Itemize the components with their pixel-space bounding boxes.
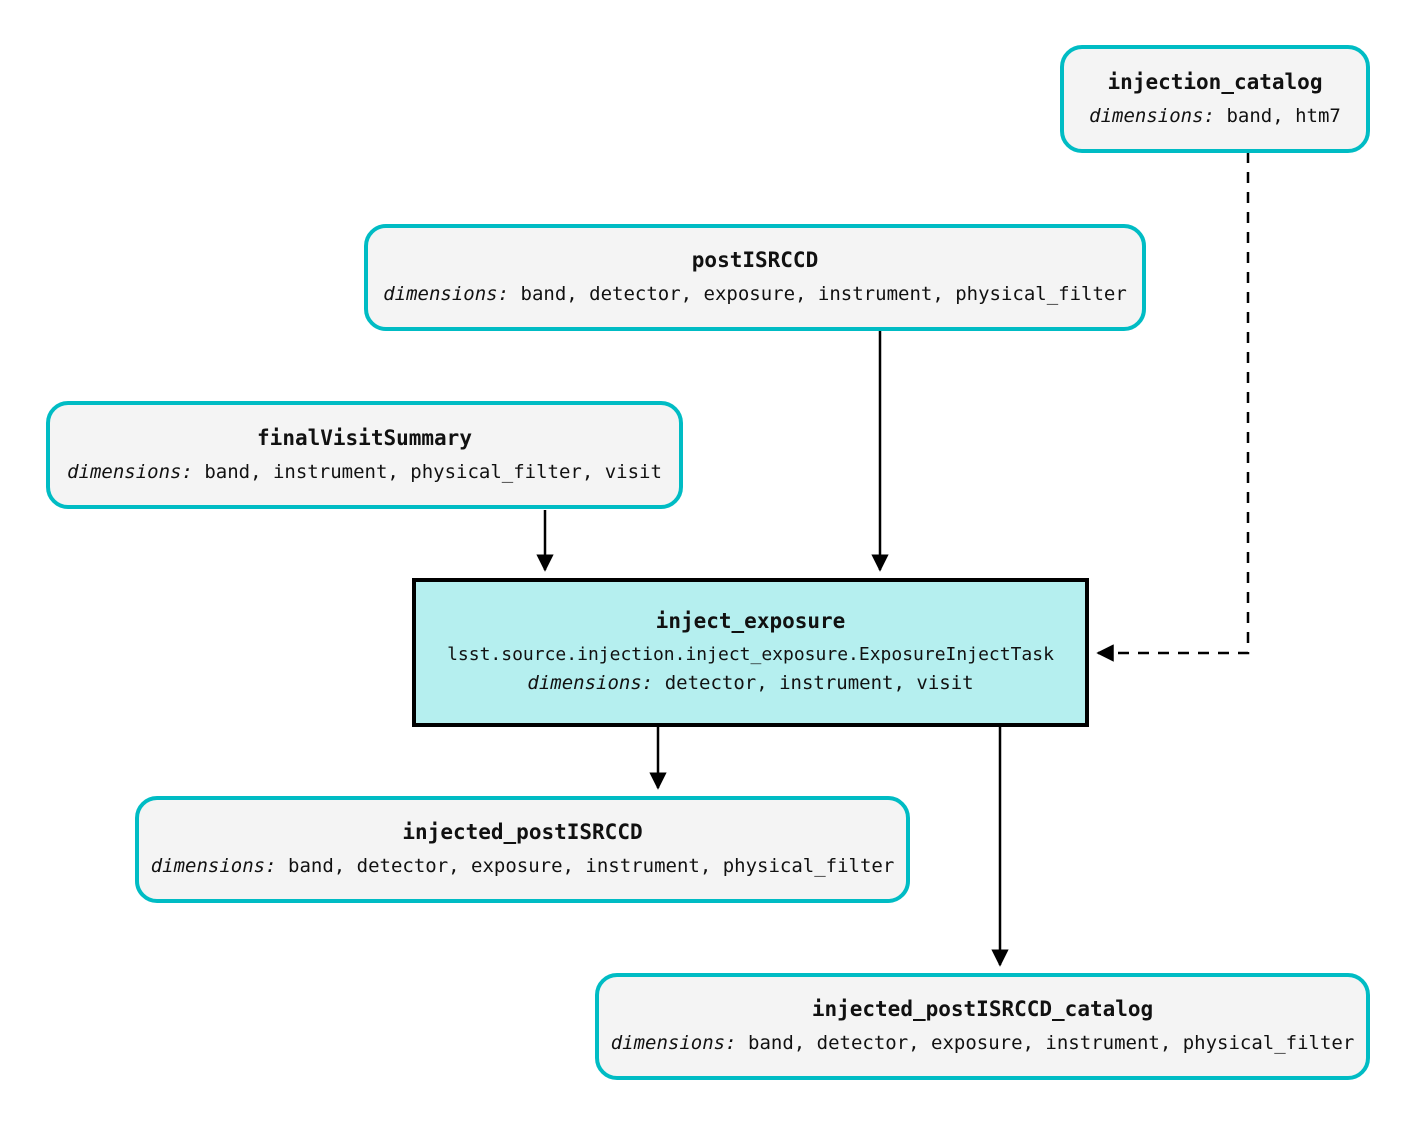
node-dimensions: dimensions: detector, instrument, visit — [527, 672, 973, 696]
node-finalvisitsummary[interactable]: finalVisitSummary dimensions: band, inst… — [46, 401, 683, 509]
node-inject-exposure[interactable]: inject_exposure lsst.source.injection.in… — [412, 578, 1089, 727]
dimensions-value: band, detector, exposure, instrument, ph… — [748, 1032, 1355, 1055]
node-class-path: lsst.source.injection.inject_exposure.Ex… — [447, 643, 1054, 665]
dimensions-label: dimensions: — [150, 855, 277, 878]
node-dimensions: dimensions: band, detector, exposure, in… — [383, 283, 1127, 307]
dimensions-label: dimensions: — [527, 672, 654, 695]
node-injected-postisrccd-catalog[interactable]: injected_postISRCCD_catalog dimensions: … — [595, 973, 1370, 1080]
node-title: injection_catalog — [1107, 69, 1323, 94]
node-dimensions: dimensions: band, instrument, physical_f… — [67, 461, 662, 485]
node-dimensions: dimensions: band, detector, exposure, in… — [151, 855, 895, 879]
node-injected-postisrccd[interactable]: injected_postISRCCD dimensions: band, de… — [135, 796, 910, 903]
node-title: postISRCCD — [691, 248, 819, 273]
node-title: inject_exposure — [655, 608, 846, 633]
dimensions-label: dimensions: — [67, 460, 193, 483]
dimensions-value: band, instrument, physical_filter, visit — [204, 460, 662, 483]
dimensions-value: band, htm7 — [1226, 104, 1341, 127]
node-dimensions: dimensions: band, detector, exposure, in… — [611, 1032, 1355, 1056]
node-dimensions: dimensions: band, htm7 — [1089, 105, 1341, 129]
dimensions-value: band, detector, exposure, instrument, ph… — [288, 855, 895, 878]
dimensions-label: dimensions: — [383, 283, 510, 306]
dimensions-value: band, detector, exposure, instrument, ph… — [520, 283, 1127, 306]
node-title: finalVisitSummary — [257, 425, 472, 450]
dimensions-value: detector, instrument, visit — [664, 672, 974, 695]
dimensions-label: dimensions: — [610, 1032, 737, 1055]
node-postisrccd[interactable]: postISRCCD dimensions: band, detector, e… — [364, 224, 1146, 331]
node-injection-catalog[interactable]: injection_catalog dimensions: band, htm7 — [1060, 45, 1370, 153]
dimensions-label: dimensions: — [1089, 104, 1215, 127]
node-title: injected_postISRCCD_catalog — [811, 997, 1154, 1022]
node-title: injected_postISRCCD — [402, 820, 643, 845]
